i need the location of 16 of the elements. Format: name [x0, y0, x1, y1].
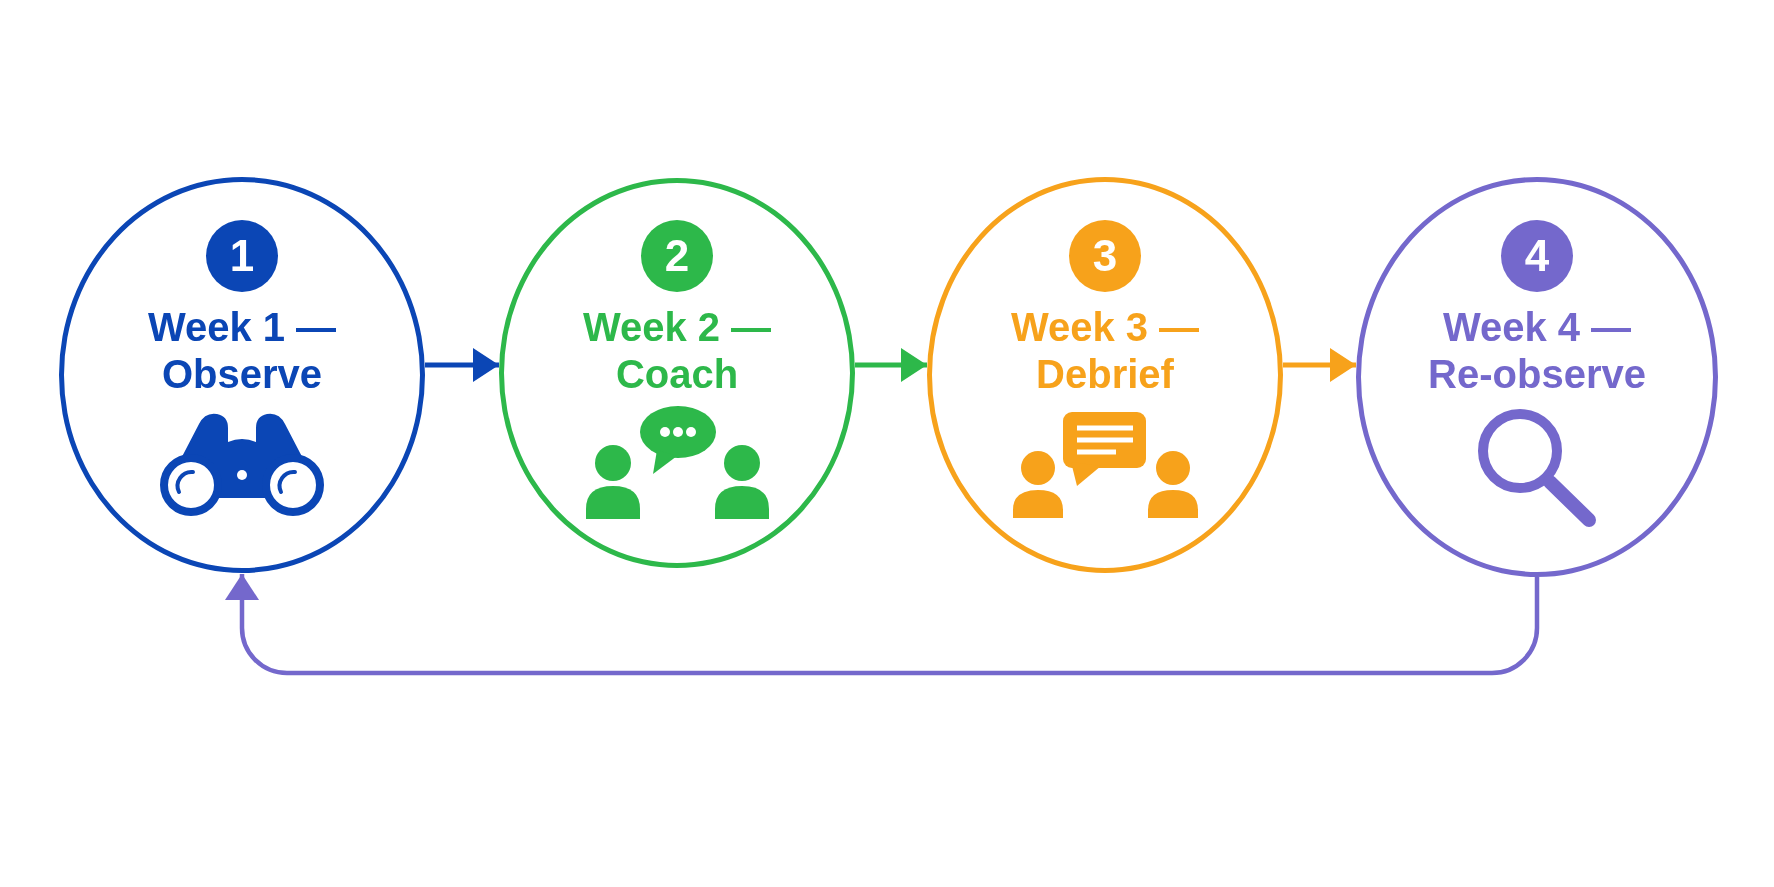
- step-title: Week 2 — Coach: [581, 304, 773, 398]
- step-title: Week 3 — Debrief: [1009, 304, 1201, 398]
- step-title: Week 1 — Observe: [146, 304, 338, 398]
- step-title: Week 4 — Re-observe: [1427, 304, 1647, 398]
- arrow: [1283, 348, 1356, 382]
- arrow: [425, 348, 499, 382]
- step-circle: [499, 178, 855, 568]
- step-circle: [1356, 177, 1718, 577]
- step-circle: [927, 177, 1283, 573]
- return-arrow: [225, 574, 1540, 676]
- step-circle: [59, 177, 425, 573]
- step-number-badge: 3: [1069, 220, 1141, 292]
- step-number-badge: 2: [641, 220, 713, 292]
- step-number-badge: 4: [1501, 220, 1573, 292]
- step-number-badge: 1: [206, 220, 278, 292]
- arrow: [855, 348, 927, 382]
